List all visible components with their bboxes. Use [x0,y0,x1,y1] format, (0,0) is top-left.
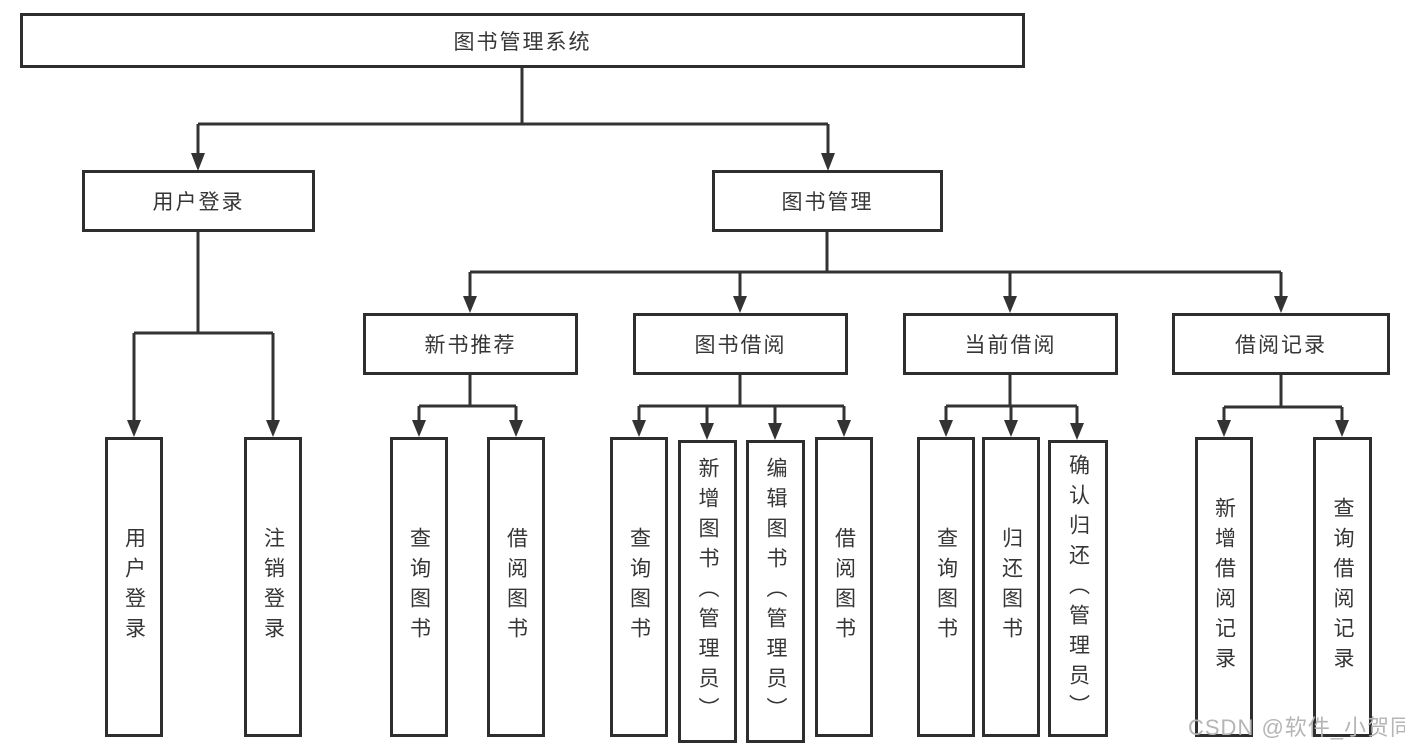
leaf-borrow-add-books-admin: 新增图书（管理员） [678,440,737,743]
node-label: 图书管理系统 [453,30,592,54]
leaf-label: 借阅图书 [504,527,528,647]
leaf-records-query-record: 查询借阅记录 [1313,437,1372,737]
node-user-login: 用户登录 [82,170,315,232]
leaf-user-login: 用户登录 [105,437,163,737]
node-label: 图书管理 [781,191,874,214]
leaf-current-confirm-return-admin: 确认归还（管理员） [1048,440,1108,737]
leaf-logout: 注销登录 [244,437,302,737]
leaf-current-query-books: 查询图书 [917,437,975,737]
leaf-label: 编辑图书（管理员） [764,456,787,727]
leaf-label: 新增图书（管理员） [696,456,719,727]
node-book-borrowing: 图书借阅 [633,313,848,375]
leaf-label: 确认归还（管理员） [1066,453,1090,724]
watermark: CSDN @软件_小贺同学 [1188,715,1405,740]
leaf-label: 借阅图书 [832,527,856,647]
leaf-records-add-record: 新增借阅记录 [1195,437,1253,737]
leaf-borrow-edit-books-admin: 编辑图书（管理员） [746,440,805,743]
node-current-borrowing: 当前借阅 [903,313,1118,375]
leaf-label: 归还图书 [999,527,1023,647]
leaf-newbook-borrow-books: 借阅图书 [487,437,545,737]
leaf-newbook-query-books: 查询图书 [390,437,448,737]
leaf-borrow-borrow-books: 借阅图书 [815,437,873,737]
leaf-label: 查询借阅记录 [1331,497,1354,677]
leaf-label: 用户登录 [122,527,146,647]
node-label: 图书借阅 [694,334,787,357]
leaf-borrow-query-books: 查询图书 [610,437,668,737]
node-label: 当前借阅 [964,334,1057,357]
leaf-label: 新增借阅记录 [1212,497,1236,677]
node-root: 图书管理系统 [20,13,1025,68]
node-label: 新书推荐 [424,334,517,357]
node-new-book-recommend: 新书推荐 [363,313,578,375]
leaf-label: 注销登录 [261,527,285,647]
leaf-label: 查询图书 [407,527,431,647]
node-book-management: 图书管理 [712,170,943,232]
leaf-label: 查询图书 [934,527,958,647]
leaf-label: 查询图书 [627,527,651,647]
node-label: 借阅记录 [1235,334,1327,357]
leaf-current-return-books: 归还图书 [982,437,1040,737]
node-label: 用户登录 [152,191,245,214]
node-borrowing-records: 借阅记录 [1172,313,1390,375]
